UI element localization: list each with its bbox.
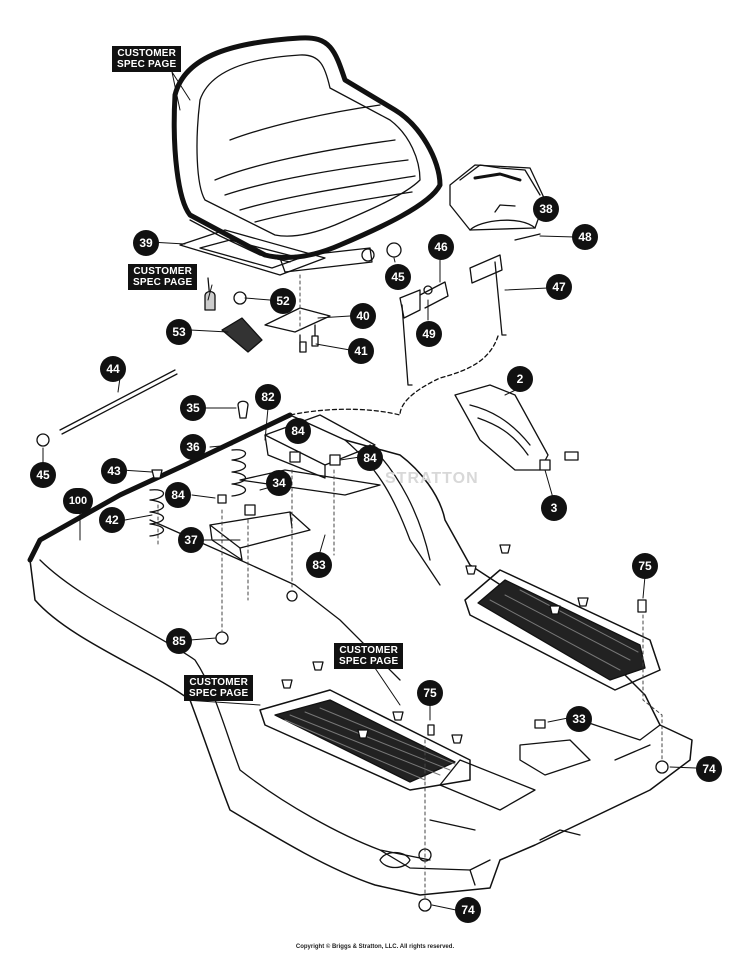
- copyright-notice: Copyright © Briggs & Stratton, LLC. All …: [295, 944, 455, 950]
- part-label-74-a[interactable]: 74: [696, 756, 722, 782]
- tractor-body: [27, 412, 693, 896]
- part-label-45[interactable]: 45: [385, 264, 411, 290]
- seat-latch: [221, 317, 263, 353]
- part-label-42[interactable]: 42: [99, 507, 125, 533]
- callout-line: CUSTOMER: [189, 677, 249, 688]
- part-label-74-b[interactable]: 74: [455, 897, 481, 923]
- part-label-41[interactable]: 41: [348, 338, 374, 364]
- callout-line: SPEC PAGE: [117, 59, 177, 70]
- part-label-100[interactable]: 100: [63, 488, 93, 514]
- callout-line: CUSTOMER: [339, 645, 399, 656]
- fasteners: [151, 242, 669, 912]
- part-label-82[interactable]: 82: [255, 384, 281, 410]
- customer-spec-callout-seat[interactable]: CUSTOMER SPEC PAGE: [112, 46, 182, 72]
- callout-line: SPEC PAGE: [133, 277, 193, 288]
- callout-line: SPEC PAGE: [189, 688, 249, 699]
- callout-line: SPEC PAGE: [339, 656, 399, 667]
- part-label-43[interactable]: 43: [101, 458, 127, 484]
- customer-spec-callout-mat[interactable]: CUSTOMER SPEC PAGE: [184, 675, 254, 701]
- part-label-36[interactable]: 36: [180, 434, 206, 460]
- callout-line: CUSTOMER: [133, 266, 193, 277]
- part-label-75-a[interactable]: 75: [632, 553, 658, 579]
- part-label-2[interactable]: 2: [507, 366, 533, 392]
- part-label-3[interactable]: 3: [541, 495, 567, 521]
- seat-drawing: [171, 35, 443, 263]
- part-label-52[interactable]: 52: [270, 288, 296, 314]
- part-label-37[interactable]: 37: [178, 527, 204, 553]
- customer-spec-callout-footrest[interactable]: CUSTOMER SPEC PAGE: [334, 643, 404, 669]
- part-label-34[interactable]: 34: [266, 470, 292, 496]
- part-label-84-b[interactable]: 84: [357, 445, 383, 471]
- part-label-49[interactable]: 49: [416, 321, 442, 347]
- part-label-40[interactable]: 40: [350, 303, 376, 329]
- part-label-48[interactable]: 48: [572, 224, 598, 250]
- footrest-left: [259, 689, 471, 791]
- part-label-53[interactable]: 53: [166, 319, 192, 345]
- part-label-46[interactable]: 46: [428, 234, 454, 260]
- part-label-47[interactable]: 47: [546, 274, 572, 300]
- part-label-44[interactable]: 44: [100, 356, 126, 382]
- part-label-39[interactable]: 39: [133, 230, 159, 256]
- part-label-38[interactable]: 38: [533, 196, 559, 222]
- callout-line: CUSTOMER: [117, 48, 177, 59]
- part-label-84-c[interactable]: 84: [165, 482, 191, 508]
- wire-harness: [289, 335, 499, 416]
- part-label-35[interactable]: 35: [180, 395, 206, 421]
- guide-lines: [157, 274, 663, 901]
- part-label-75-b[interactable]: 75: [417, 680, 443, 706]
- bolt-48: [514, 233, 541, 241]
- springs: [149, 449, 247, 537]
- leader-lines: [42, 71, 697, 911]
- part-label-85[interactable]: 85: [166, 628, 192, 654]
- part-label-33[interactable]: 33: [566, 706, 592, 732]
- control-box: [449, 164, 546, 231]
- fender-cover: [454, 384, 549, 471]
- customer-spec-callout-switch[interactable]: CUSTOMER SPEC PAGE: [128, 264, 198, 290]
- watermark: STRATTON: [385, 470, 479, 487]
- pivot-rod: [36, 369, 178, 447]
- part-label-45-b[interactable]: 45: [30, 462, 56, 488]
- bracket-46-47: [399, 254, 507, 386]
- part-label-83[interactable]: 83: [306, 552, 332, 578]
- part-label-84-a[interactable]: 84: [285, 418, 311, 444]
- footrest-right: [464, 569, 661, 691]
